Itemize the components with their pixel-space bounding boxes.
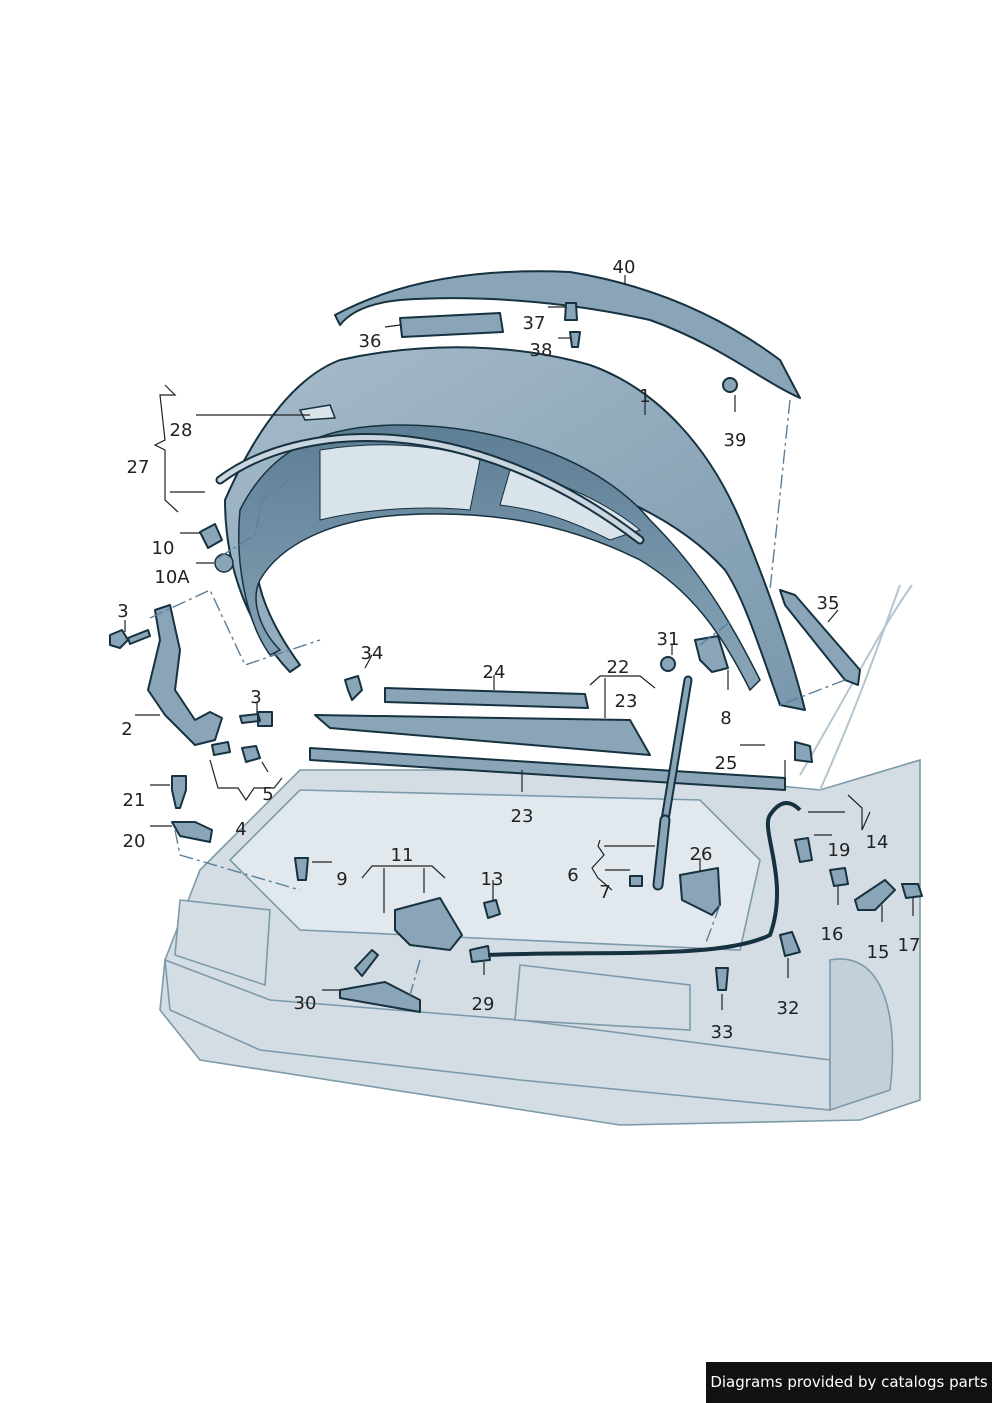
- callout-labels: 40 36 37 38 1 39 28 27 10 10A 3 35 31 34…: [117, 257, 920, 1043]
- callout-3-left: 3: [117, 601, 128, 622]
- cap-25[interactable]: [794, 741, 813, 763]
- plate-30[interactable]: [339, 981, 421, 1013]
- clip-7[interactable]: [629, 875, 643, 887]
- callout-32: 32: [777, 998, 800, 1019]
- bolt-3-right[interactable]: [239, 711, 273, 727]
- callout-15: 15: [867, 942, 890, 963]
- seal-24[interactable]: [384, 687, 589, 709]
- hood-hinge[interactable]: [147, 604, 223, 746]
- bolt-3-left[interactable]: [109, 629, 151, 649]
- callout-28: 28: [170, 420, 193, 441]
- bolt-31[interactable]: [660, 656, 676, 672]
- clip-17[interactable]: [901, 883, 923, 899]
- grommet-9[interactable]: [294, 857, 309, 881]
- callout-38: 38: [530, 340, 553, 361]
- hinge-nut-5[interactable]: [241, 745, 261, 763]
- bolt-34[interactable]: [344, 675, 363, 701]
- callout-23-lower: 23: [511, 806, 534, 827]
- callout-9: 9: [336, 869, 347, 890]
- bolt-39[interactable]: [722, 377, 738, 393]
- callout-14: 14: [866, 832, 889, 853]
- callout-30: 30: [294, 993, 317, 1014]
- callout-8: 8: [720, 708, 731, 729]
- grommet-19[interactable]: [794, 837, 813, 863]
- callout-2: 2: [121, 719, 132, 740]
- footer-credit: Diagrams provided by catalogs parts: [706, 1362, 992, 1403]
- hood-seal: [217, 434, 643, 543]
- callout-23-upper: 23: [615, 691, 638, 712]
- car-body: [159, 584, 921, 1126]
- callout-20: 20: [123, 831, 146, 852]
- left-headlight: [174, 899, 271, 987]
- callout-1: 1: [639, 386, 650, 407]
- alignment-lines: [149, 399, 846, 996]
- callout-40: 40: [613, 257, 636, 278]
- callout-33: 33: [711, 1022, 734, 1043]
- callout-6: 6: [567, 865, 578, 886]
- callout-25: 25: [715, 753, 738, 774]
- release-cable-14: [487, 801, 802, 957]
- callout-5: 5: [262, 784, 273, 805]
- front-wheel: [829, 958, 894, 1112]
- callout-34: 34: [361, 643, 384, 664]
- hood-trim-strip[interactable]: [334, 270, 801, 399]
- callout-10a: 10A: [154, 567, 190, 588]
- seal-strip-23[interactable]: [309, 747, 786, 791]
- callout-29: 29: [472, 994, 495, 1015]
- callout-24: 24: [483, 662, 506, 683]
- bracket-20[interactable]: [171, 821, 213, 843]
- guide-piece[interactable]: [399, 312, 504, 338]
- clip-33[interactable]: [715, 967, 729, 991]
- hood-panel[interactable]: [215, 346, 806, 711]
- right-headlight: [514, 964, 691, 1031]
- handle-15[interactable]: [854, 879, 896, 911]
- callout-16: 16: [821, 924, 844, 945]
- callout-10: 10: [152, 538, 175, 559]
- rod-30[interactable]: [354, 949, 379, 977]
- callout-21: 21: [123, 790, 146, 811]
- bracket-8[interactable]: [694, 635, 729, 673]
- screw-13[interactable]: [483, 899, 501, 919]
- screw-fastener[interactable]: [569, 331, 581, 348]
- buffer-10[interactable]: [199, 523, 223, 549]
- callout-35: 35: [817, 593, 840, 614]
- bolt-16[interactable]: [829, 867, 849, 887]
- callout-19: 19: [828, 840, 851, 861]
- callout-17: 17: [898, 935, 921, 956]
- callout-26: 26: [690, 844, 713, 865]
- hinge-bolt-4[interactable]: [211, 741, 231, 756]
- callout-13: 13: [481, 869, 504, 890]
- seal-strip-35[interactable]: [779, 589, 861, 686]
- callout-31: 31: [657, 629, 680, 650]
- leader-lines: [124, 275, 914, 1010]
- bowden-end-29[interactable]: [469, 945, 491, 963]
- lock-11[interactable]: [394, 897, 463, 951]
- buffer-10a[interactable]: [214, 553, 234, 573]
- screw-21[interactable]: [171, 775, 187, 809]
- callout-4: 4: [235, 819, 246, 840]
- callout-3-right: 3: [250, 687, 261, 708]
- plenum-seal-23[interactable]: [314, 714, 651, 756]
- callout-22: 22: [607, 657, 630, 678]
- callout-36: 36: [359, 331, 382, 352]
- callout-7: 7: [599, 882, 610, 903]
- callout-39: 39: [724, 430, 747, 451]
- clip-32[interactable]: [779, 931, 801, 957]
- callout-27: 27: [127, 457, 150, 478]
- callout-37: 37: [523, 313, 546, 334]
- bracket-26[interactable]: [679, 867, 721, 916]
- callout-11: 11: [391, 845, 414, 866]
- clip-fastener[interactable]: [564, 302, 578, 321]
- gas-strut[interactable]: [652, 675, 693, 891]
